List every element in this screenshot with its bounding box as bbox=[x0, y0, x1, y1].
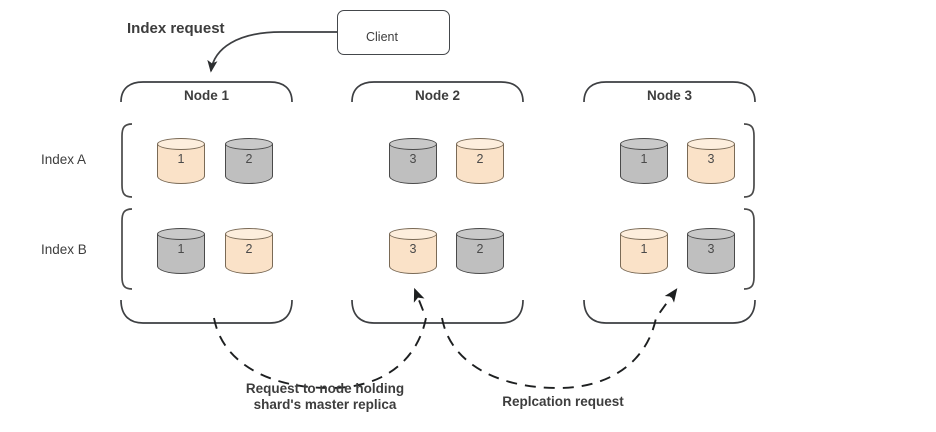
index-b-label: Index B bbox=[41, 242, 87, 257]
shard-top bbox=[225, 138, 273, 150]
shard-number: 3 bbox=[707, 242, 715, 256]
shard-body bbox=[456, 234, 504, 274]
shard-body bbox=[687, 144, 735, 184]
index-a-brackets bbox=[121, 123, 755, 198]
shard-index-b-node-2-slot-2[interactable]: 2 bbox=[456, 228, 504, 274]
shard-number: 1 bbox=[640, 242, 648, 256]
shard-index-a-node-1-slot-1[interactable]: 1 bbox=[157, 138, 205, 184]
shard-index-a-node-1-slot-2[interactable]: 2 bbox=[225, 138, 273, 184]
master-replica-request-caption: Request to node holding shard's master r… bbox=[225, 381, 425, 413]
shard-index-b-node-1-slot-1[interactable]: 1 bbox=[157, 228, 205, 274]
master-replica-request-caption-line-2: shard's master replica bbox=[253, 396, 397, 412]
shard-top bbox=[456, 138, 504, 150]
node-3-label: Node 3 bbox=[646, 88, 692, 103]
shard-body bbox=[620, 144, 668, 184]
shard-index-a-node-3-slot-1[interactable]: 1 bbox=[620, 138, 668, 184]
shard-top bbox=[157, 228, 205, 240]
shard-index-b-node-1-slot-2[interactable]: 2 bbox=[225, 228, 273, 274]
shard-body bbox=[687, 234, 735, 274]
shard-number: 1 bbox=[177, 242, 185, 256]
node-2-frame bbox=[351, 81, 524, 324]
master-replica-request-caption-line-1: Request to node holding bbox=[245, 381, 405, 396]
index-a-label: Index A bbox=[41, 152, 87, 167]
shard-number: 2 bbox=[245, 152, 253, 166]
shard-body bbox=[157, 234, 205, 274]
shard-number: 3 bbox=[409, 242, 417, 256]
shard-index-a-node-3-slot-2[interactable]: 3 bbox=[687, 138, 735, 184]
shard-top bbox=[687, 228, 735, 240]
node-1-label: Node 1 bbox=[183, 88, 229, 103]
shard-index-b-node-3-slot-2[interactable]: 3 bbox=[687, 228, 735, 274]
shard-top bbox=[620, 228, 668, 240]
master-replica-request-arrow bbox=[213, 287, 427, 389]
shard-top bbox=[225, 228, 273, 240]
shard-body bbox=[225, 144, 273, 184]
shard-top bbox=[456, 228, 504, 240]
shard-number: 1 bbox=[640, 152, 648, 166]
shard-top bbox=[620, 138, 668, 150]
shard-body bbox=[389, 234, 437, 274]
shard-top bbox=[389, 228, 437, 240]
replication-request-arrow bbox=[441, 288, 678, 389]
shard-body bbox=[157, 144, 205, 184]
node-2-label: Node 2 bbox=[414, 88, 460, 103]
client-label: Client bbox=[366, 30, 398, 44]
shard-top bbox=[157, 138, 205, 150]
shard-body bbox=[225, 234, 273, 274]
shard-index-a-node-2-slot-1[interactable]: 3 bbox=[389, 138, 437, 184]
shard-number: 2 bbox=[476, 152, 484, 166]
index-b-brackets bbox=[121, 208, 755, 290]
shard-body bbox=[389, 144, 437, 184]
index-request-label: Index request bbox=[127, 20, 225, 37]
shard-index-a-node-2-slot-2[interactable]: 2 bbox=[456, 138, 504, 184]
shard-body bbox=[456, 144, 504, 184]
shard-body bbox=[620, 234, 668, 274]
shard-top bbox=[687, 138, 735, 150]
shard-number: 2 bbox=[245, 242, 253, 256]
shard-number: 2 bbox=[476, 242, 484, 256]
node-3-frame bbox=[583, 81, 756, 324]
replication-request-caption: Replcation request bbox=[502, 394, 624, 409]
client-box[interactable] bbox=[337, 10, 450, 55]
shard-index-b-node-2-slot-1[interactable]: 3 bbox=[389, 228, 437, 274]
shard-number: 3 bbox=[707, 152, 715, 166]
shard-number: 1 bbox=[177, 152, 185, 166]
node-1-frame bbox=[120, 81, 293, 324]
shard-index-b-node-3-slot-1[interactable]: 1 bbox=[620, 228, 668, 274]
shard-top bbox=[389, 138, 437, 150]
shard-number: 3 bbox=[409, 152, 417, 166]
index-request-arrow bbox=[207, 31, 337, 73]
